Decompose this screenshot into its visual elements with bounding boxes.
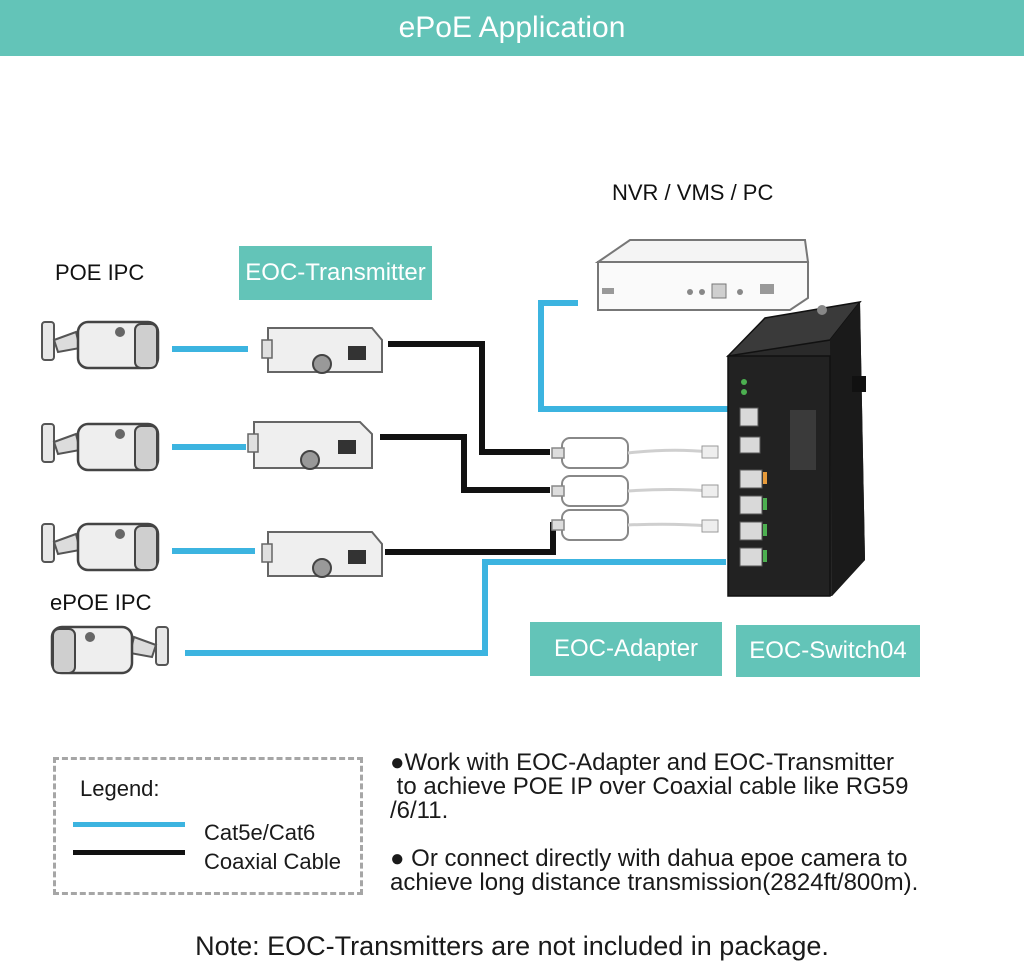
page-title: ePoE Application [398, 11, 626, 44]
bullet-2-line-1: ● Or connect directly with dahua epoe ca… [390, 845, 908, 872]
legend-coax-label: Coaxial Cable [204, 849, 341, 874]
eoc-transmitter-icon [261, 327, 383, 374]
eoc-adapter-tag: EOC-Adapter [530, 622, 722, 676]
epoe-camera-icon [50, 625, 169, 675]
eoc-switch-tag: EOC-Switch04 [736, 625, 920, 677]
poe-camera-icon [41, 422, 160, 472]
eoc-adapter-icon [551, 475, 719, 507]
cat-cable-nvr [538, 300, 730, 412]
coax-cable-3 [385, 522, 556, 555]
legend-coax-line [73, 850, 185, 855]
title-banner: ePoE Application [0, 0, 1024, 56]
eoc-adapter-icon [551, 509, 719, 541]
bullet-2-line-2: achieve long distance transmission(2824f… [390, 869, 919, 896]
poe-camera-icon [41, 522, 160, 572]
eoc-switch-icon [725, 300, 866, 597]
legend-title: Legend: [80, 776, 160, 801]
nvr-label: NVR / VMS / PC [612, 180, 774, 205]
coax-cable-2 [380, 434, 550, 493]
cat-cable-epoe [185, 559, 726, 656]
eoc-transmitter-icon [261, 531, 383, 578]
poe-camera-icon [41, 320, 160, 370]
cat-cables [172, 300, 730, 656]
eoc-transmitter-tag: EOC-Transmitter [239, 246, 432, 300]
eoc-transmitter-icon [247, 421, 373, 470]
coax-cable-1 [388, 341, 550, 455]
bullet-1-line-2: to achieve POE IP over Coaxial cable lik… [390, 773, 909, 800]
legend-cat-label: Cat5e/Cat6 [204, 820, 316, 845]
bullet-1-line-1: ●Work with EOC-Adapter and EOC-Transmitt… [390, 749, 894, 776]
eoc-adapter-icon [551, 437, 719, 469]
epoe-ipc-label: ePOE IPC [50, 590, 152, 615]
poe-ipc-label: POE IPC [55, 260, 145, 285]
nvr-icon [594, 239, 810, 311]
network-diagram [41, 239, 866, 675]
coax-cables [380, 341, 556, 555]
footer-note: Note: EOC-Transmitters are not included … [195, 931, 829, 961]
legend-cat-line [73, 822, 185, 827]
bullet-1-line-3: /6/11. [390, 797, 449, 824]
legend-box [53, 757, 363, 895]
